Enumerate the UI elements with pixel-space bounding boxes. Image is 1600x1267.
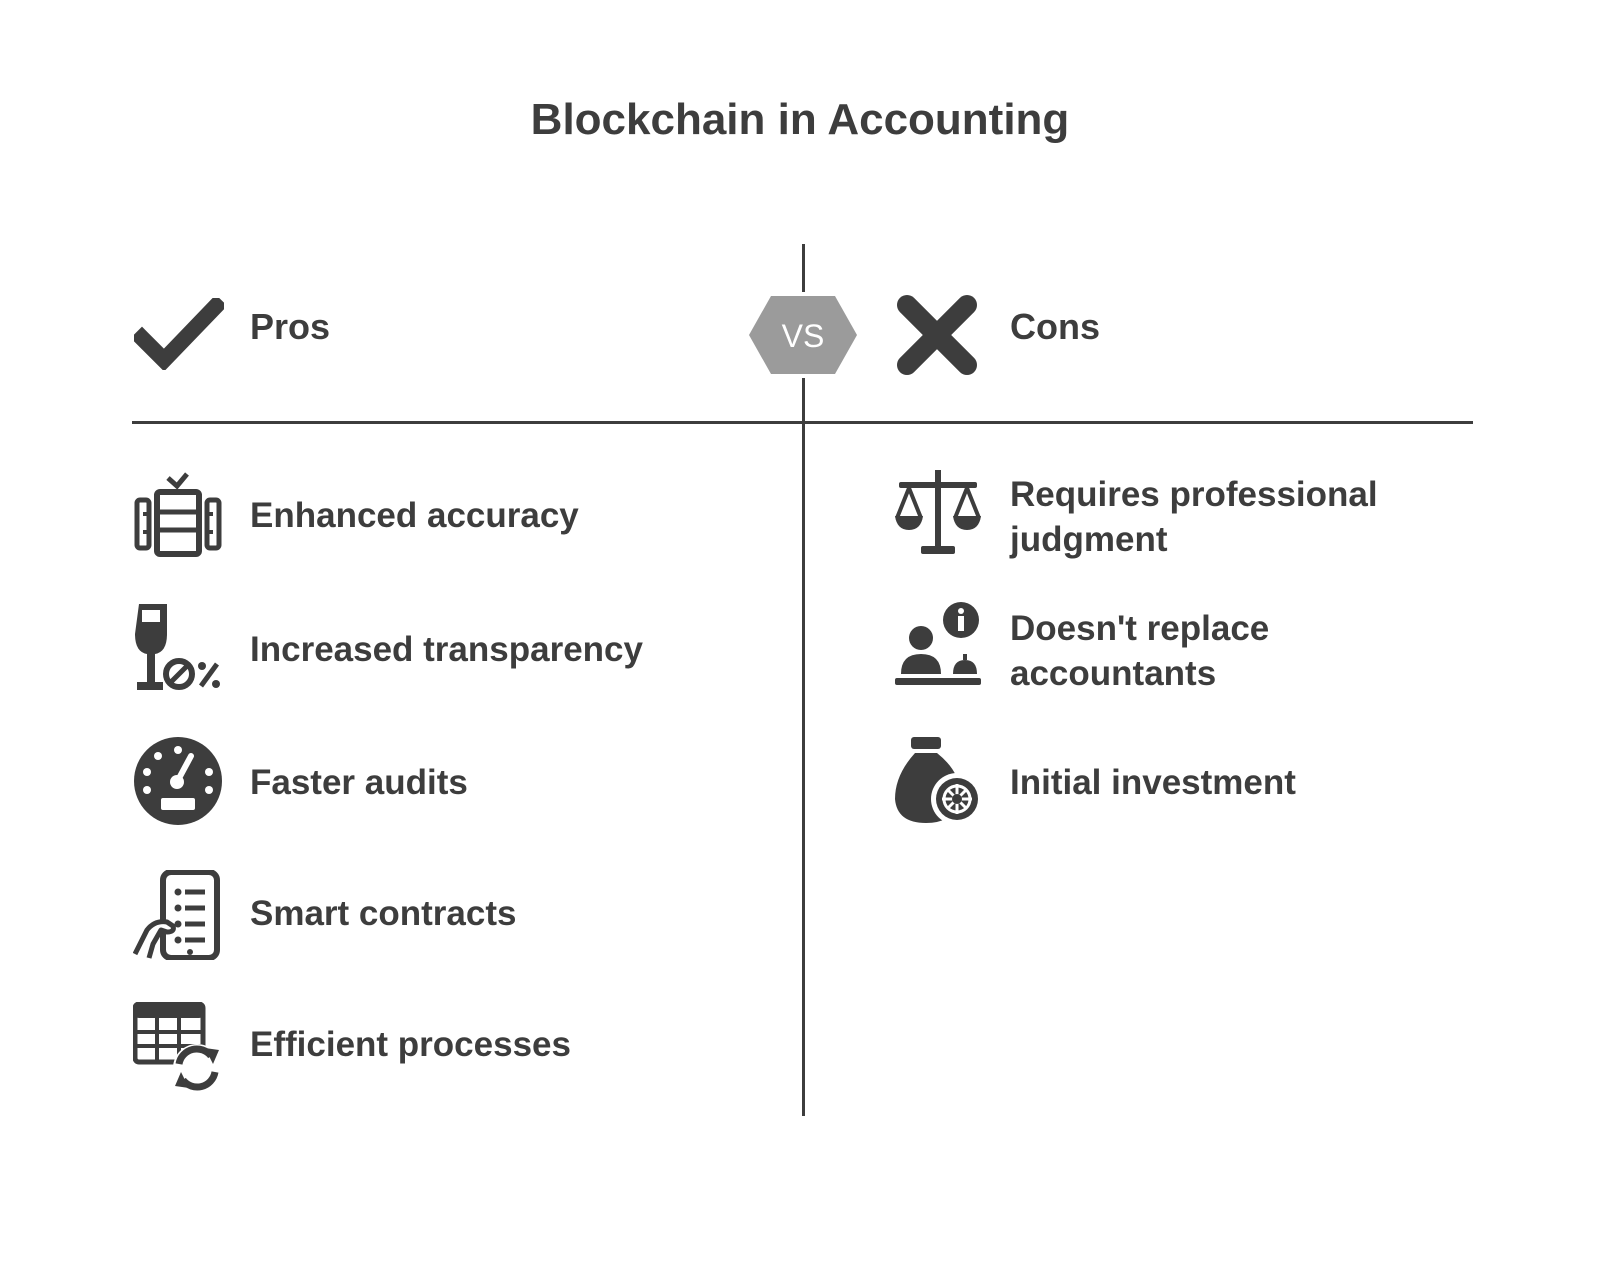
table-refresh-icon [133, 1002, 221, 1092]
vs-label: VS [782, 318, 825, 354]
cons-heading: Cons [1010, 306, 1100, 347]
x-mark-icon [897, 295, 977, 375]
pros-item-label: Smart contracts [250, 894, 517, 933]
vs-badge: VS [749, 296, 857, 374]
pros-item-label: Enhanced accuracy [250, 496, 579, 535]
speedometer-icon [134, 737, 222, 825]
pros-item-label: Faster audits [250, 763, 468, 802]
phone-checklist-icon [133, 870, 220, 960]
ledger-check-icon [134, 472, 222, 557]
cons-item-label: Doesn't replace accountants [1010, 609, 1270, 693]
pros-item-label: Increased transparency [250, 630, 643, 669]
checkmark-icon [134, 298, 224, 370]
cons-item-label: Initial investment [1010, 763, 1296, 802]
cons-item-label: Requires professional judgment [1010, 475, 1378, 559]
reception-info-icon [895, 602, 981, 685]
scales-icon [895, 470, 981, 554]
glass-zero-percent-icon [135, 604, 220, 690]
pros-item-label: Efficient processes [250, 1025, 571, 1064]
page-title: Blockchain in Accounting [530, 95, 1070, 144]
header-divider [132, 421, 1473, 424]
money-bag-icon [895, 737, 983, 825]
pros-heading: Pros [250, 306, 331, 347]
center-divider-top [802, 244, 805, 292]
center-divider [802, 378, 805, 1116]
